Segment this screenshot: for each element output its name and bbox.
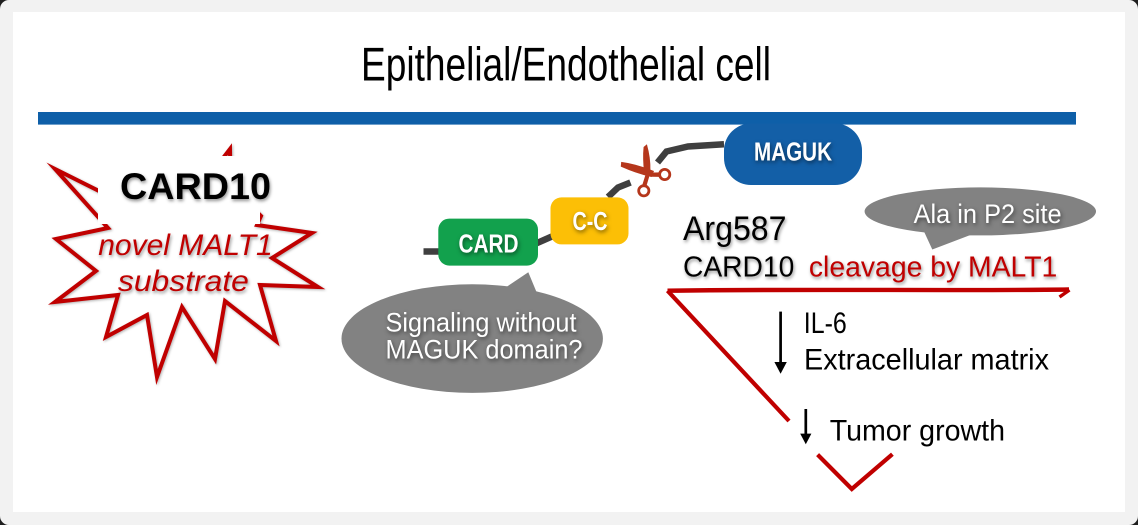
svg-text:Arg587: Arg587 — [683, 210, 787, 248]
svg-text:CARD10: CARD10 — [120, 166, 271, 207]
svg-text:MAGUK domain?: MAGUK domain? — [386, 335, 583, 365]
svg-text:cleavage by MALT1: cleavage by MALT1 — [809, 252, 1057, 284]
svg-text:Tumor growth: Tumor growth — [830, 415, 1005, 448]
svg-text:Extracellular matrix: Extracellular matrix — [804, 344, 1049, 377]
svg-text:Epithelial/Endothelial cell: Epithelial/Endothelial cell — [361, 38, 771, 91]
svg-text:C-C: C-C — [573, 206, 608, 236]
svg-text:IL-6: IL-6 — [804, 307, 847, 340]
svg-text:CARD: CARD — [459, 229, 519, 259]
svg-text:Signaling without: Signaling without — [386, 307, 578, 337]
svg-text:Ala in P2 site: Ala in P2 site — [914, 199, 1062, 229]
svg-text:substrate: substrate — [118, 265, 249, 298]
svg-text:CARD10: CARD10 — [683, 252, 794, 284]
svg-text:MAGUK: MAGUK — [754, 137, 832, 167]
svg-text:novel MALT1: novel MALT1 — [98, 229, 273, 262]
